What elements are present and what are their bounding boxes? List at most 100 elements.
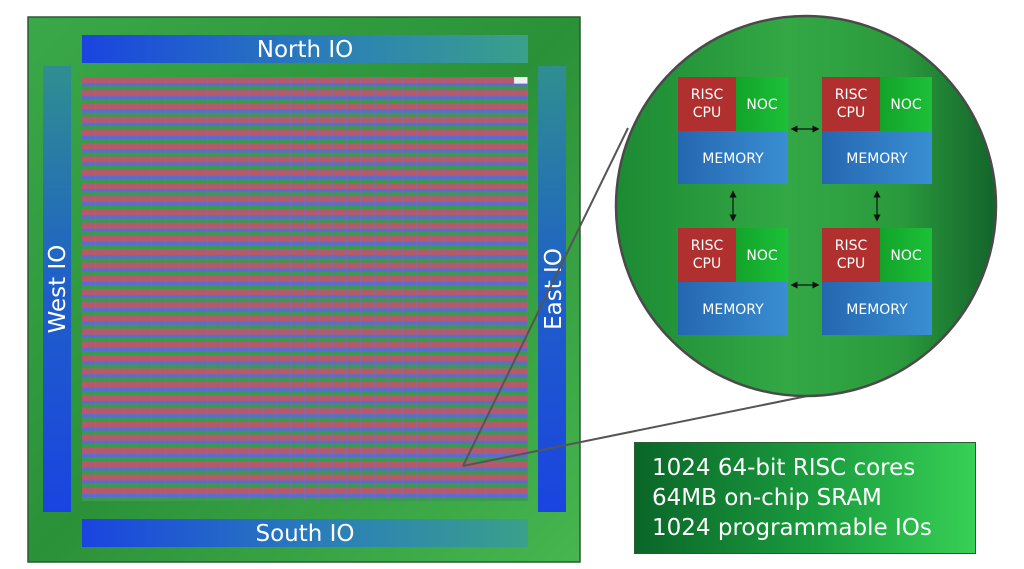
core-cell (332, 77, 347, 91)
core-cell (291, 434, 305, 448)
core-cell (82, 342, 96, 356)
core-cell (249, 90, 263, 104)
core-cell (458, 408, 472, 422)
core-cell (388, 408, 402, 422)
core-cell (109, 143, 124, 157)
core-cell (179, 289, 193, 303)
core-cell (165, 381, 179, 395)
core-cell (444, 461, 458, 475)
core-cell (109, 183, 124, 197)
core-cell (193, 90, 207, 104)
core-cell (235, 368, 249, 382)
core-cell (263, 408, 277, 422)
core-cell (388, 183, 402, 197)
core-cell (95, 183, 110, 197)
core-cell (332, 156, 347, 170)
core-cell (95, 461, 110, 475)
core-cell (305, 368, 319, 382)
core-cell (374, 143, 389, 157)
core-cell (263, 77, 277, 91)
core-cell (277, 169, 291, 183)
core-cell (249, 487, 263, 501)
core-cell (123, 315, 138, 329)
core-cell (221, 355, 235, 369)
core-cell (416, 421, 430, 435)
core-cell (430, 169, 444, 183)
core-cell (151, 116, 166, 130)
core-cell (235, 381, 249, 395)
core-cell (249, 116, 263, 130)
core-cell (82, 90, 96, 104)
core-cell (277, 116, 291, 130)
core-cell (109, 355, 124, 369)
core-cell (291, 381, 305, 395)
core-cell (486, 355, 500, 369)
core-cell (500, 461, 514, 475)
core-cell (486, 408, 500, 422)
core-cell (305, 408, 319, 422)
core-cell (388, 222, 402, 236)
core-cell (95, 328, 110, 342)
core-cell (109, 381, 124, 395)
core-cell (82, 103, 96, 117)
core-cell (305, 262, 319, 276)
core-cell (95, 368, 110, 382)
core-cell (332, 209, 347, 223)
core-cell (458, 355, 472, 369)
core-cell (318, 209, 333, 223)
core-cell (235, 275, 249, 289)
core-cell (514, 434, 528, 448)
core-cell (486, 169, 500, 183)
core-cell (500, 355, 514, 369)
core-cell (207, 90, 221, 104)
core-cell (263, 156, 277, 170)
core-cell (388, 355, 402, 369)
core-cell (388, 395, 402, 409)
core-cell (291, 236, 305, 250)
core-cell (402, 474, 416, 488)
core-cell (402, 130, 416, 144)
core-cell (151, 302, 166, 316)
core-cell (235, 395, 249, 409)
core-cell (263, 448, 277, 462)
core-cell (249, 103, 263, 117)
core-cell (360, 448, 375, 462)
core-cell (193, 130, 207, 144)
core-cell (179, 461, 193, 475)
core-cell (444, 474, 458, 488)
core-cell (151, 461, 166, 475)
core-cell (458, 342, 472, 356)
core-cell (221, 236, 235, 250)
core-cell (249, 222, 263, 236)
core-cell (305, 209, 319, 223)
core-cell (500, 395, 514, 409)
core-cell (82, 434, 96, 448)
core-cell (374, 302, 389, 316)
core-cell (291, 90, 305, 104)
core-cell (514, 315, 528, 329)
core-cell (277, 395, 291, 409)
core-cell (263, 130, 277, 144)
core-cell (374, 130, 389, 144)
core-cell (235, 474, 249, 488)
core-cell (346, 77, 361, 91)
core-cell (500, 90, 514, 104)
core-cell (388, 143, 402, 157)
core-cell (263, 461, 277, 475)
core-cell (318, 302, 333, 316)
core-cell (402, 143, 416, 157)
core-cell (486, 209, 500, 223)
core-cell (123, 328, 138, 342)
core-cell (123, 355, 138, 369)
core-cell (137, 328, 152, 342)
core-cell (388, 103, 402, 117)
core-cell (430, 209, 444, 223)
core-tile: RISC CPU NOC MEMORY (822, 77, 932, 184)
core-cell (109, 236, 124, 250)
core-cell (514, 169, 528, 183)
core-cell (179, 315, 193, 329)
core-cell (318, 90, 333, 104)
core-cell (221, 448, 235, 462)
core-cell (458, 249, 472, 263)
core-cell (472, 130, 486, 144)
